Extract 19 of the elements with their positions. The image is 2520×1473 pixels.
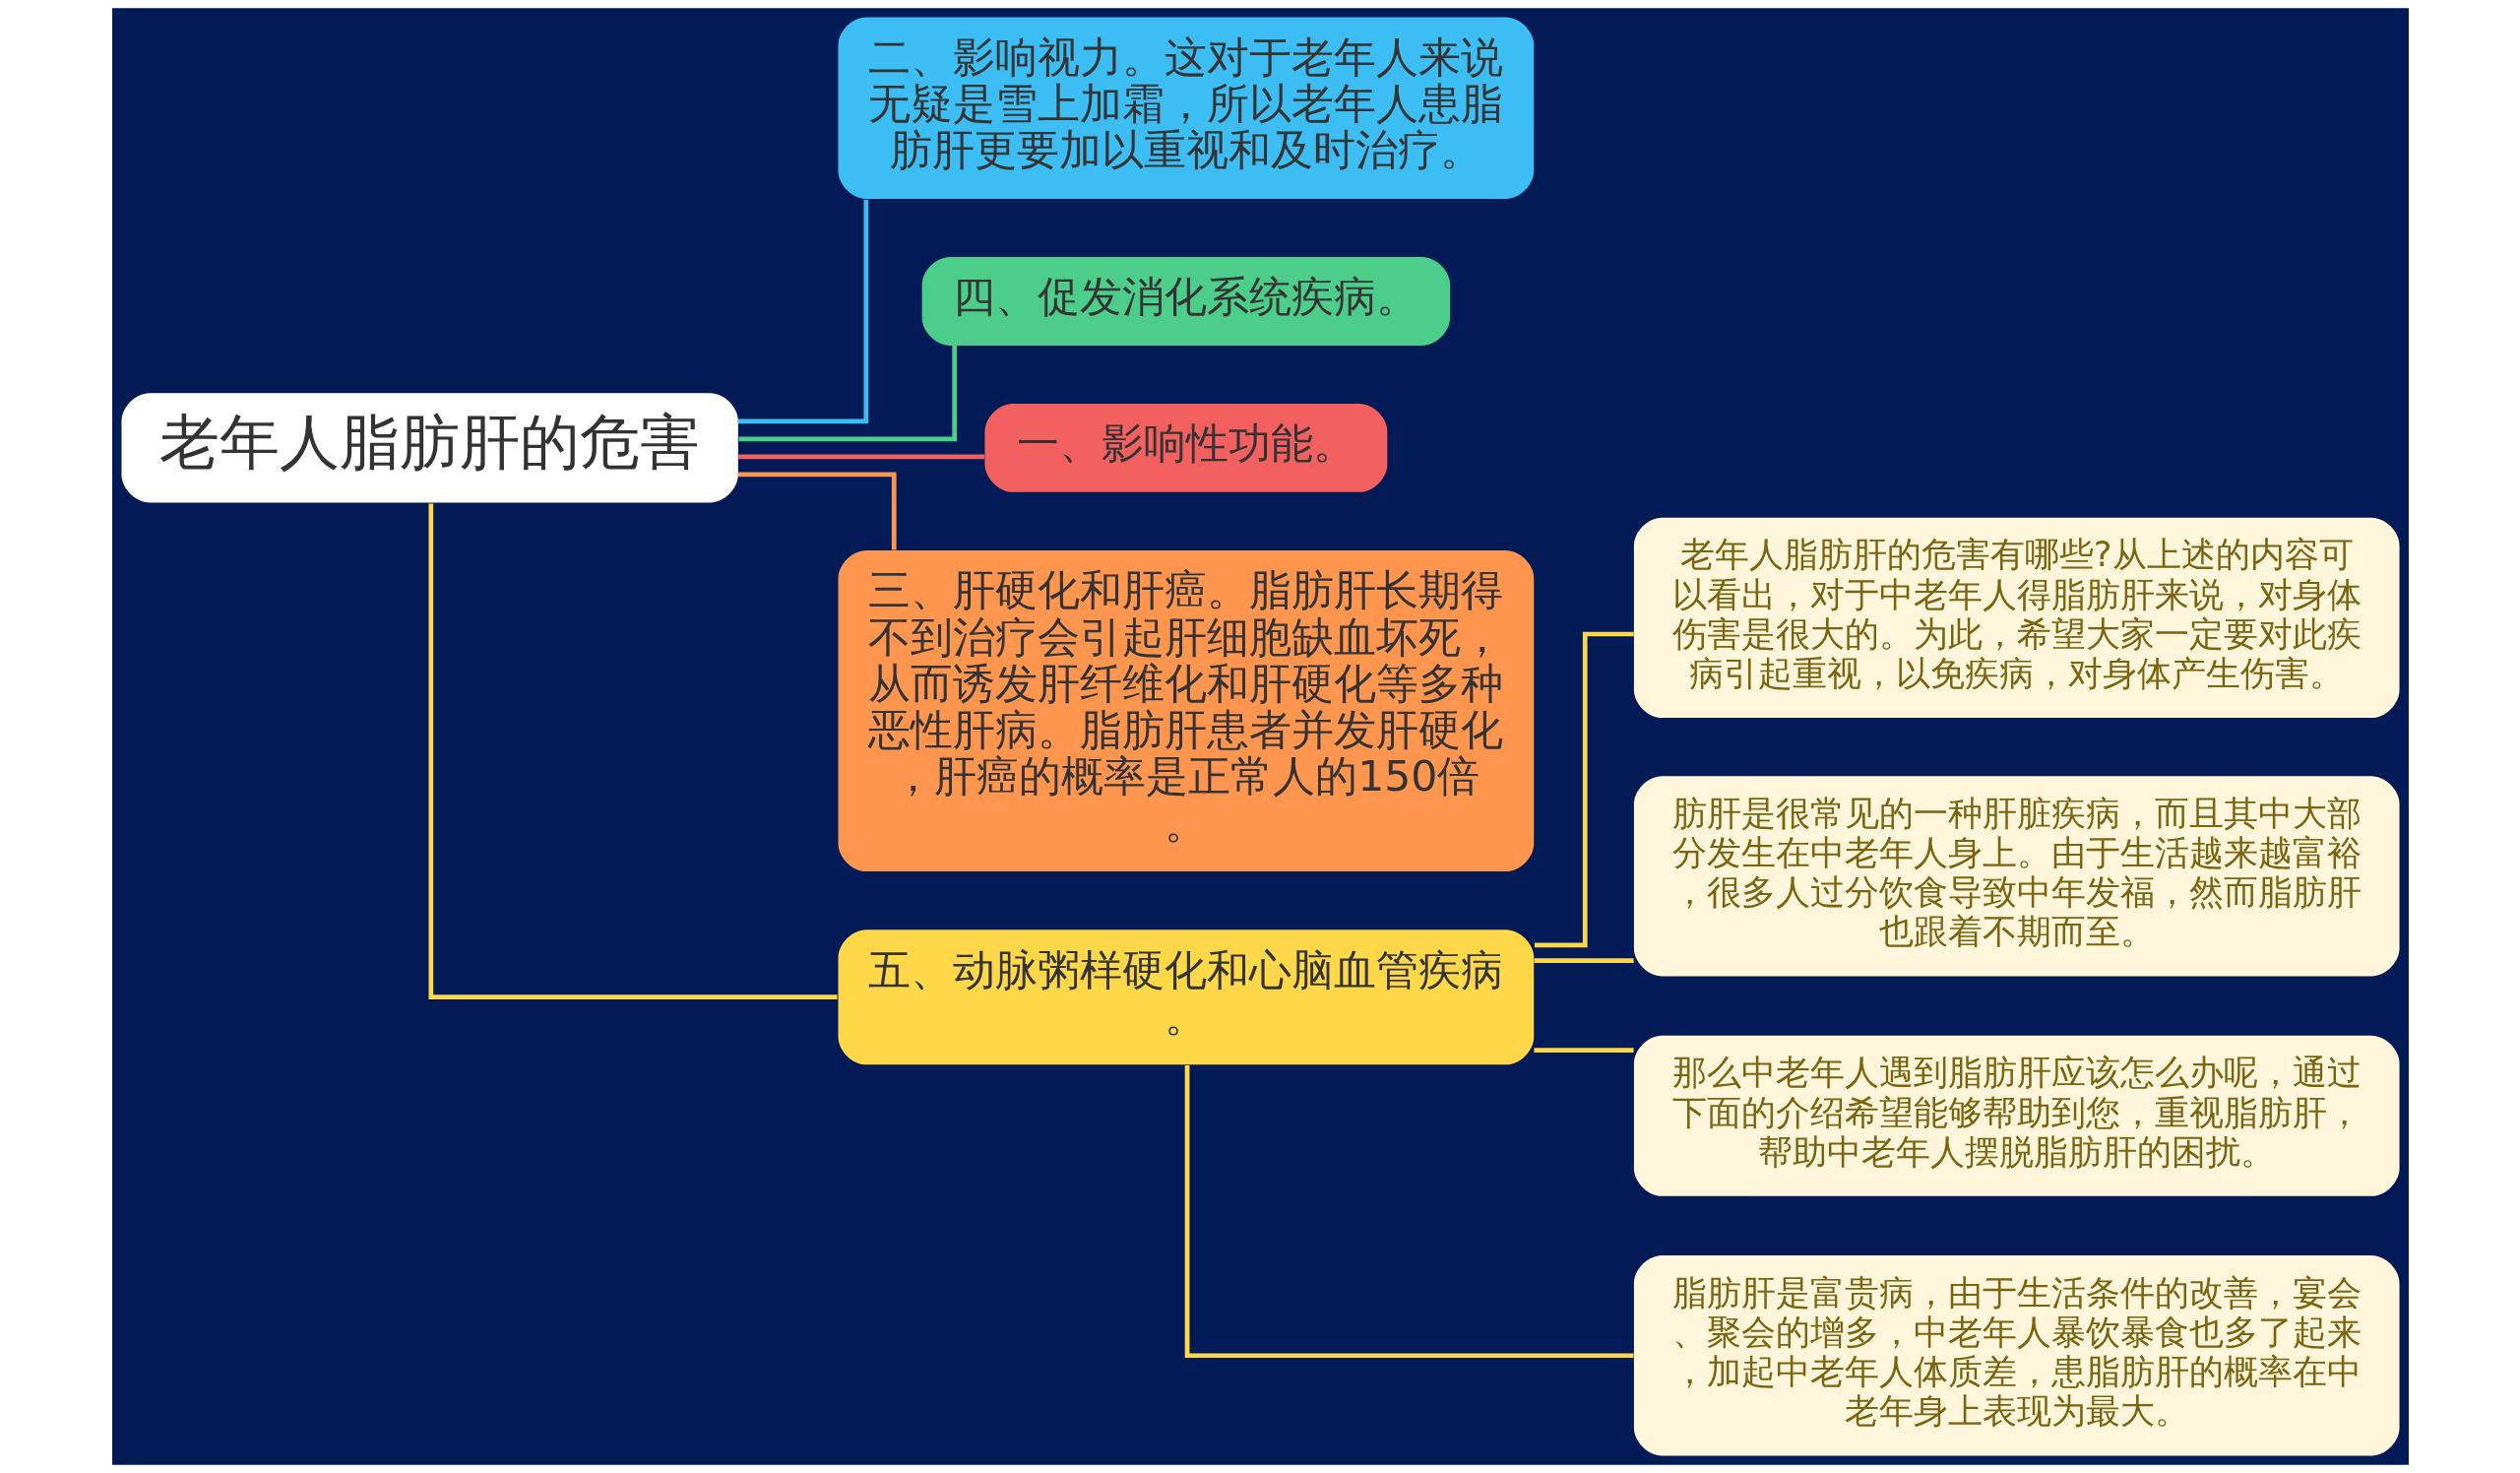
connector [738, 346, 957, 442]
connector [1184, 1065, 1633, 1359]
node-box: 肪肝是很常见的一种肝脏疾病，而且其中大部分发生在中老年人身上。由于生活越来越富裕，很多人过分饮食导致中年发福，然而脂肪肝也跟着不期而至。 [1633, 776, 2400, 977]
node-box: 老年人脂肪肝的危害有哪些?从上述的内容可以看出，对于中老年人得脂肪肝来说，对身体伤害是很大的。为此，希望大家一定要对此疾病引起重视，以免疾病，对身体产生伤害。 [1633, 517, 2400, 719]
node-box: 一、影响性功能。 [983, 404, 1387, 492]
node-box: 脂肪肝是富贵病，由于生活条件的改善，宴会、聚会的增多，中老年人暴饮暴食也多了起来，加起中老年人体质差，患脂肪肝的概率在中老年身上表现为最大。 [1633, 1255, 2400, 1456]
node-box: 四、促发消化系统疾病。 [921, 257, 1450, 346]
connector [737, 199, 868, 424]
node-box: 那么中老年人遇到脂肪肝应该怎么办呢，通过下面的介绍希望能够帮助到您，重视脂肪肝，帮助中老年人摆脱脂肪肝的困扰。 [1633, 1035, 2400, 1196]
connector [1533, 1048, 1634, 1053]
connector [427, 503, 838, 1000]
node-box: 三、肝硬化和肝癌。脂肪肝长期得不到治疗会引起肝细胞缺血坏死，从而诱发肝纤维化和肝硬化等多种恶性肝病。脂肪肝患者并发肝硬化，肝癌的概率是正常人的150倍。 [838, 549, 1534, 872]
node-box: 二、影响视力。这对于老年人来说无疑是雪上加霜，所以老年人患脂肪肝更要加以重视和及时治疗。 [838, 17, 1534, 199]
connector [1533, 958, 1634, 964]
node-box: 老年人脂肪肝的危害 [120, 393, 738, 503]
node-box: 五、动脉粥样硬化和心脑血管疾病。 [838, 929, 1534, 1065]
connector [1534, 631, 1634, 948]
connector [737, 454, 984, 460]
connector [737, 472, 897, 550]
